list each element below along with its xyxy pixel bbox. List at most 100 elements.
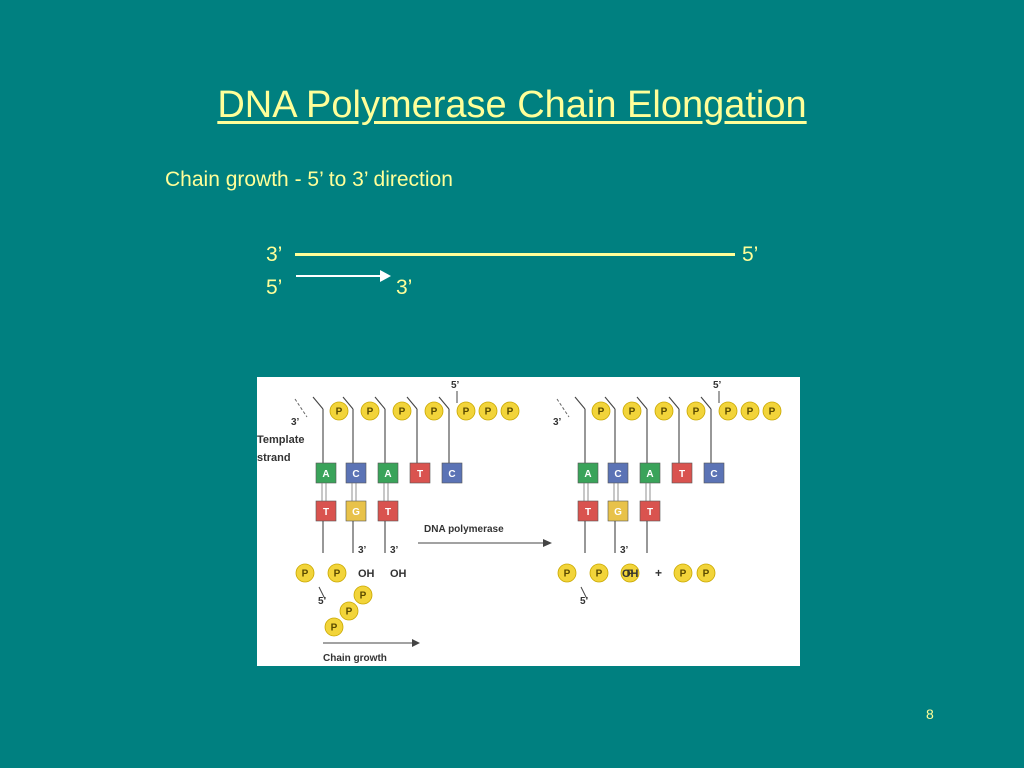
template-base-3-label: T [417,469,423,480]
template-phosphate-3 [424,401,444,421]
template-backbone-slant-1 [604,396,616,410]
new-phosphate-0 [295,563,315,583]
hydroxyl-label-a: OH [358,568,375,580]
incoming-phosphate-0-label: P [360,591,367,602]
released-phosphate-0-label: P [680,569,687,580]
template-5prime-label: 5’ [713,380,722,391]
template-backbone-slant-2 [636,396,648,410]
template-phosphate-2-label: P [399,407,406,418]
new-3prime-label-a: 3’ [620,545,629,556]
chain-growth-arrow-head-icon [412,639,420,647]
template-backbone-slant-3 [668,396,680,410]
template-base-1-label: C [352,469,359,480]
new-base-0 [315,500,337,522]
template-phosphate-2 [392,401,412,421]
template-phosphate-2-label: P [661,407,668,418]
incoming-phosphate-2-label: P [331,623,338,634]
new-phosphate-0-label: P [302,569,309,580]
new-base-0-label: T [323,507,329,518]
template-phosphate-2 [654,401,674,421]
new-phosphate-2 [620,563,640,583]
new-5prime-slant [318,586,326,600]
template-backbone-slant-2 [374,396,386,410]
template-phosphate-5-label: P [485,407,492,418]
new-5prime-label: 5’ [318,596,327,607]
new-strand-arrow-head-icon [380,270,391,282]
template-phosphate-5-label: P [747,407,754,418]
new-strand-3prime-label: 3’ [396,276,413,299]
new-phosphate-0-label: P [564,569,571,580]
template-base-0-label: A [322,469,329,480]
new-phosphate-1-label: P [596,569,603,580]
template-phosphate-1 [360,401,380,421]
top-strand-3prime-label: 3’ [266,243,283,266]
new-3prime-label-a: 3’ [358,545,367,556]
new-strand-5prime-label: 5’ [266,276,283,299]
hydroxyl-label-a: OH [622,568,639,580]
new-5prime-label: 5’ [580,596,589,607]
template-strand-line [295,253,735,256]
released-phosphate-0 [673,563,693,583]
template-phosphate-6-label: P [507,407,514,418]
template-3prime-label: 3’ [291,417,300,428]
template-phosphate-1-label: P [629,407,636,418]
template-5prime-label: 5’ [451,380,460,391]
template-base-3-label: T [679,469,685,480]
page-number: 8 [926,706,934,722]
template-backbone-slant-0 [574,396,586,410]
template-phosphate-0 [591,401,611,421]
new-phosphate-1 [589,563,609,583]
template-phosphate-6 [762,401,782,421]
chain-growth-label: Chain growth [323,653,387,664]
template-backbone-slant-0 [312,396,324,410]
template-phosphate-3-label: P [693,407,700,418]
slide-title: DNA Polymerase Chain Elongation [217,84,807,126]
template-phosphate-0 [329,401,349,421]
dna-polymerase-label: DNA polymerase [424,524,504,535]
new-base-2-label: T [385,507,391,518]
template-3prime-label: 3’ [553,417,562,428]
template-base-3 [409,462,431,484]
template-phosphate-5 [740,401,760,421]
template-phosphate-1 [622,401,642,421]
template-base-4 [703,462,725,484]
new-base-2 [377,500,399,522]
new-base-0-label: T [585,507,591,518]
template-backbone-slant-4 [438,396,450,410]
top-strand-5prime-label: 5’ [742,243,759,266]
hydroxyl-label-b: OH [390,568,407,580]
template-phosphate-4 [718,401,738,421]
chain-growth-subtitle: Chain growth - 5’ to 3’ direction [165,168,453,191]
new-base-1-label: G [352,507,360,518]
template-phosphate-4-label: P [463,407,470,418]
template-phosphate-5 [478,401,498,421]
template-base-1-label: C [614,469,621,480]
released-phosphate-1-label: P [703,569,710,580]
template-phosphate-3-label: P [431,407,438,418]
template-base-4-label: C [448,469,455,480]
new-phosphate-1 [327,563,347,583]
template-phosphate-6-label: P [769,407,776,418]
template-phosphate-6 [500,401,520,421]
template-3prime-dash [294,398,308,418]
new-strand-arrow-shaft [296,275,382,277]
template-base-4-label: C [710,469,717,480]
template-strand-label-line2: strand [257,452,291,464]
new-base-1-label: G [614,507,622,518]
plus-sign-label: + [655,566,662,580]
template-phosphate-4-label: P [725,407,732,418]
new-base-0 [577,500,599,522]
template-phosphate-0-label: P [598,407,605,418]
template-base-4 [441,462,463,484]
new-phosphate-0 [557,563,577,583]
template-base-0-label: A [584,469,591,480]
template-base-2-label: A [646,469,653,480]
new-base-2 [639,500,661,522]
released-phosphate-1 [696,563,716,583]
incoming-phosphate-2 [324,617,344,637]
template-base-2-label: A [384,469,391,480]
new-phosphate-2-label: P [627,569,634,580]
incoming-phosphate-0 [353,585,373,605]
